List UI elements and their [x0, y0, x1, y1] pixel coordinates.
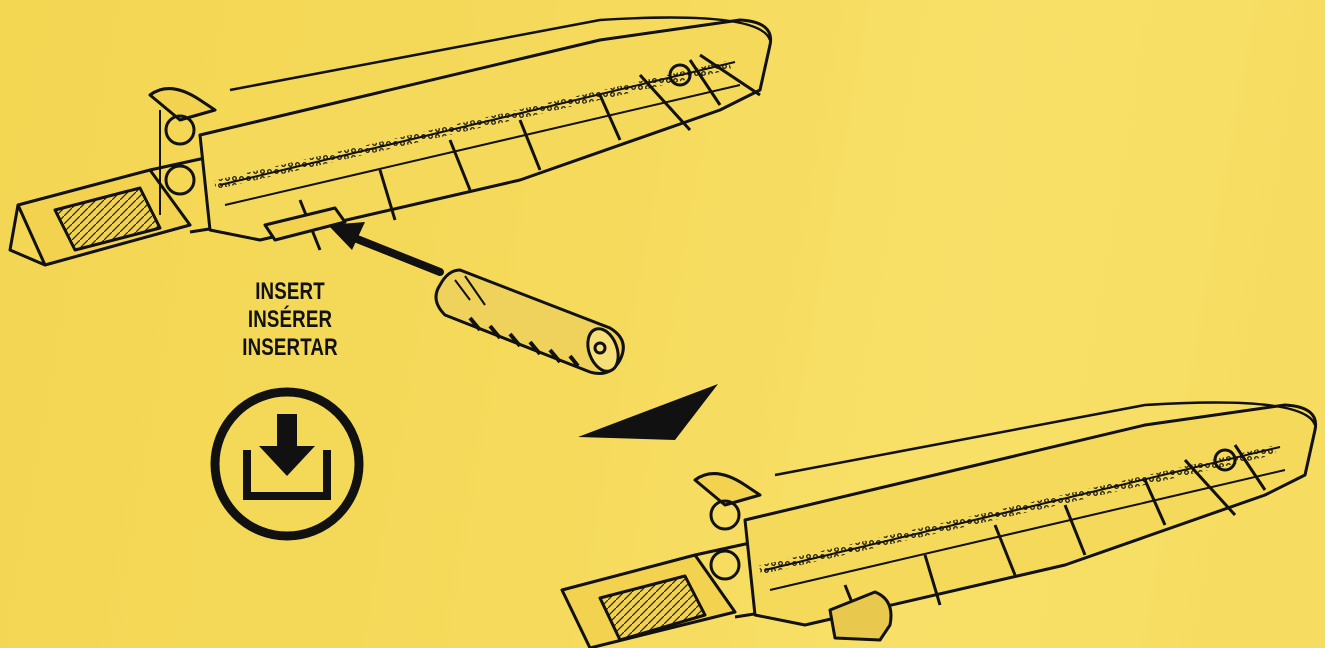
cartridge-part	[436, 270, 624, 375]
insert-down-arrow-icon	[207, 384, 367, 544]
toy-before-body	[200, 18, 771, 251]
toy-before	[10, 18, 771, 266]
insert-label-es: INSERTAR	[216, 334, 364, 362]
insert-label-fr: INSÉRER	[216, 306, 364, 334]
toy-before-handle	[10, 158, 235, 265]
toy-after-body	[745, 403, 1316, 636]
insert-label-group: INSERT INSÉRER INSERTAR	[216, 278, 364, 362]
toy-after-handle	[562, 543, 780, 648]
arrow-icon	[328, 222, 440, 272]
insert-label-en: INSERT	[216, 278, 364, 306]
step-triangle-icon	[578, 384, 718, 440]
